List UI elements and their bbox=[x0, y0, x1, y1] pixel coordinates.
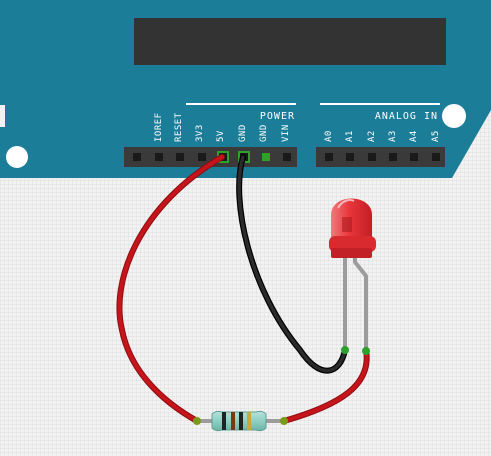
socket-a3[interactable] bbox=[389, 153, 397, 161]
analog-pin-labels: A0 A1 A2 A3 A4 A5 bbox=[324, 130, 441, 142]
wire-5v-to-resistor-core bbox=[117, 155, 224, 423]
socket-ioref[interactable] bbox=[155, 153, 163, 161]
socket-nc[interactable] bbox=[133, 153, 141, 161]
wires bbox=[116, 154, 370, 424]
red-led[interactable] bbox=[329, 198, 376, 259]
pin-label-reset: RESET bbox=[174, 112, 184, 142]
resistor-band-1 bbox=[222, 412, 226, 430]
mounting-hole-right bbox=[442, 104, 466, 128]
socket-a5[interactable] bbox=[432, 153, 440, 161]
led-highlight bbox=[337, 199, 355, 209]
socket-a0[interactable] bbox=[325, 153, 333, 161]
board-chip bbox=[134, 18, 446, 65]
pin-label-vin: VIN bbox=[281, 124, 291, 142]
socket-vin[interactable] bbox=[283, 153, 291, 161]
pin-label-a2: A2 bbox=[367, 130, 377, 142]
led-anode-leg bbox=[353, 255, 368, 350]
pin-label-a5: A5 bbox=[431, 130, 441, 142]
resistor-band-4 bbox=[247, 412, 251, 430]
socket-a1[interactable] bbox=[346, 153, 354, 161]
analog-group-label: ANALOG IN bbox=[375, 111, 438, 122]
pin-label-gnd-2: GND bbox=[259, 124, 269, 142]
resistor[interactable] bbox=[211, 410, 267, 432]
pin-label-a4: A4 bbox=[409, 130, 419, 142]
resistor-band-3 bbox=[239, 412, 243, 430]
resistor-band-2 bbox=[231, 412, 235, 430]
power-pin-labels: IOREF RESET 3V3 5V GND GND VIN bbox=[154, 112, 291, 142]
pin-label-a3: A3 bbox=[388, 130, 398, 142]
connection-point-led-cathode bbox=[341, 346, 349, 354]
board-edge-notch bbox=[0, 105, 5, 127]
led-base bbox=[331, 248, 372, 258]
led-reflector bbox=[342, 217, 352, 232]
analog-header-sockets bbox=[325, 153, 440, 161]
pin-label-3v3: 3V3 bbox=[195, 124, 205, 142]
highlight-socket-gnd-2 bbox=[262, 153, 270, 161]
pin-label-ioref: IOREF bbox=[154, 112, 164, 142]
pin-label-5v: 5V bbox=[216, 130, 226, 142]
pin-label-a0: A0 bbox=[324, 130, 334, 142]
connection-point-resistor-right bbox=[280, 417, 288, 425]
analog-header-strip bbox=[316, 147, 445, 167]
wire-gnd-to-led-cathode-core bbox=[237, 155, 347, 373]
wire-resistor-to-led-anode-core bbox=[282, 348, 369, 423]
mounting-hole-left bbox=[6, 146, 28, 168]
power-group-label: POWER bbox=[260, 111, 295, 122]
arduino-board: POWER ANALOG IN IOREF RESET 3V3 5V GND G… bbox=[0, 0, 491, 178]
socket-a4[interactable] bbox=[410, 153, 418, 161]
power-header-strip bbox=[124, 147, 297, 167]
connection-point-led-anode bbox=[362, 347, 370, 355]
socket-a2[interactable] bbox=[368, 153, 376, 161]
connection-points bbox=[193, 346, 370, 425]
pin-label-a1: A1 bbox=[345, 130, 355, 142]
socket-3v3[interactable] bbox=[198, 153, 206, 161]
socket-reset[interactable] bbox=[176, 153, 184, 161]
led-legs bbox=[343, 255, 368, 350]
pin-label-gnd-1: GND bbox=[238, 124, 248, 142]
connection-point-resistor-left bbox=[193, 417, 201, 425]
